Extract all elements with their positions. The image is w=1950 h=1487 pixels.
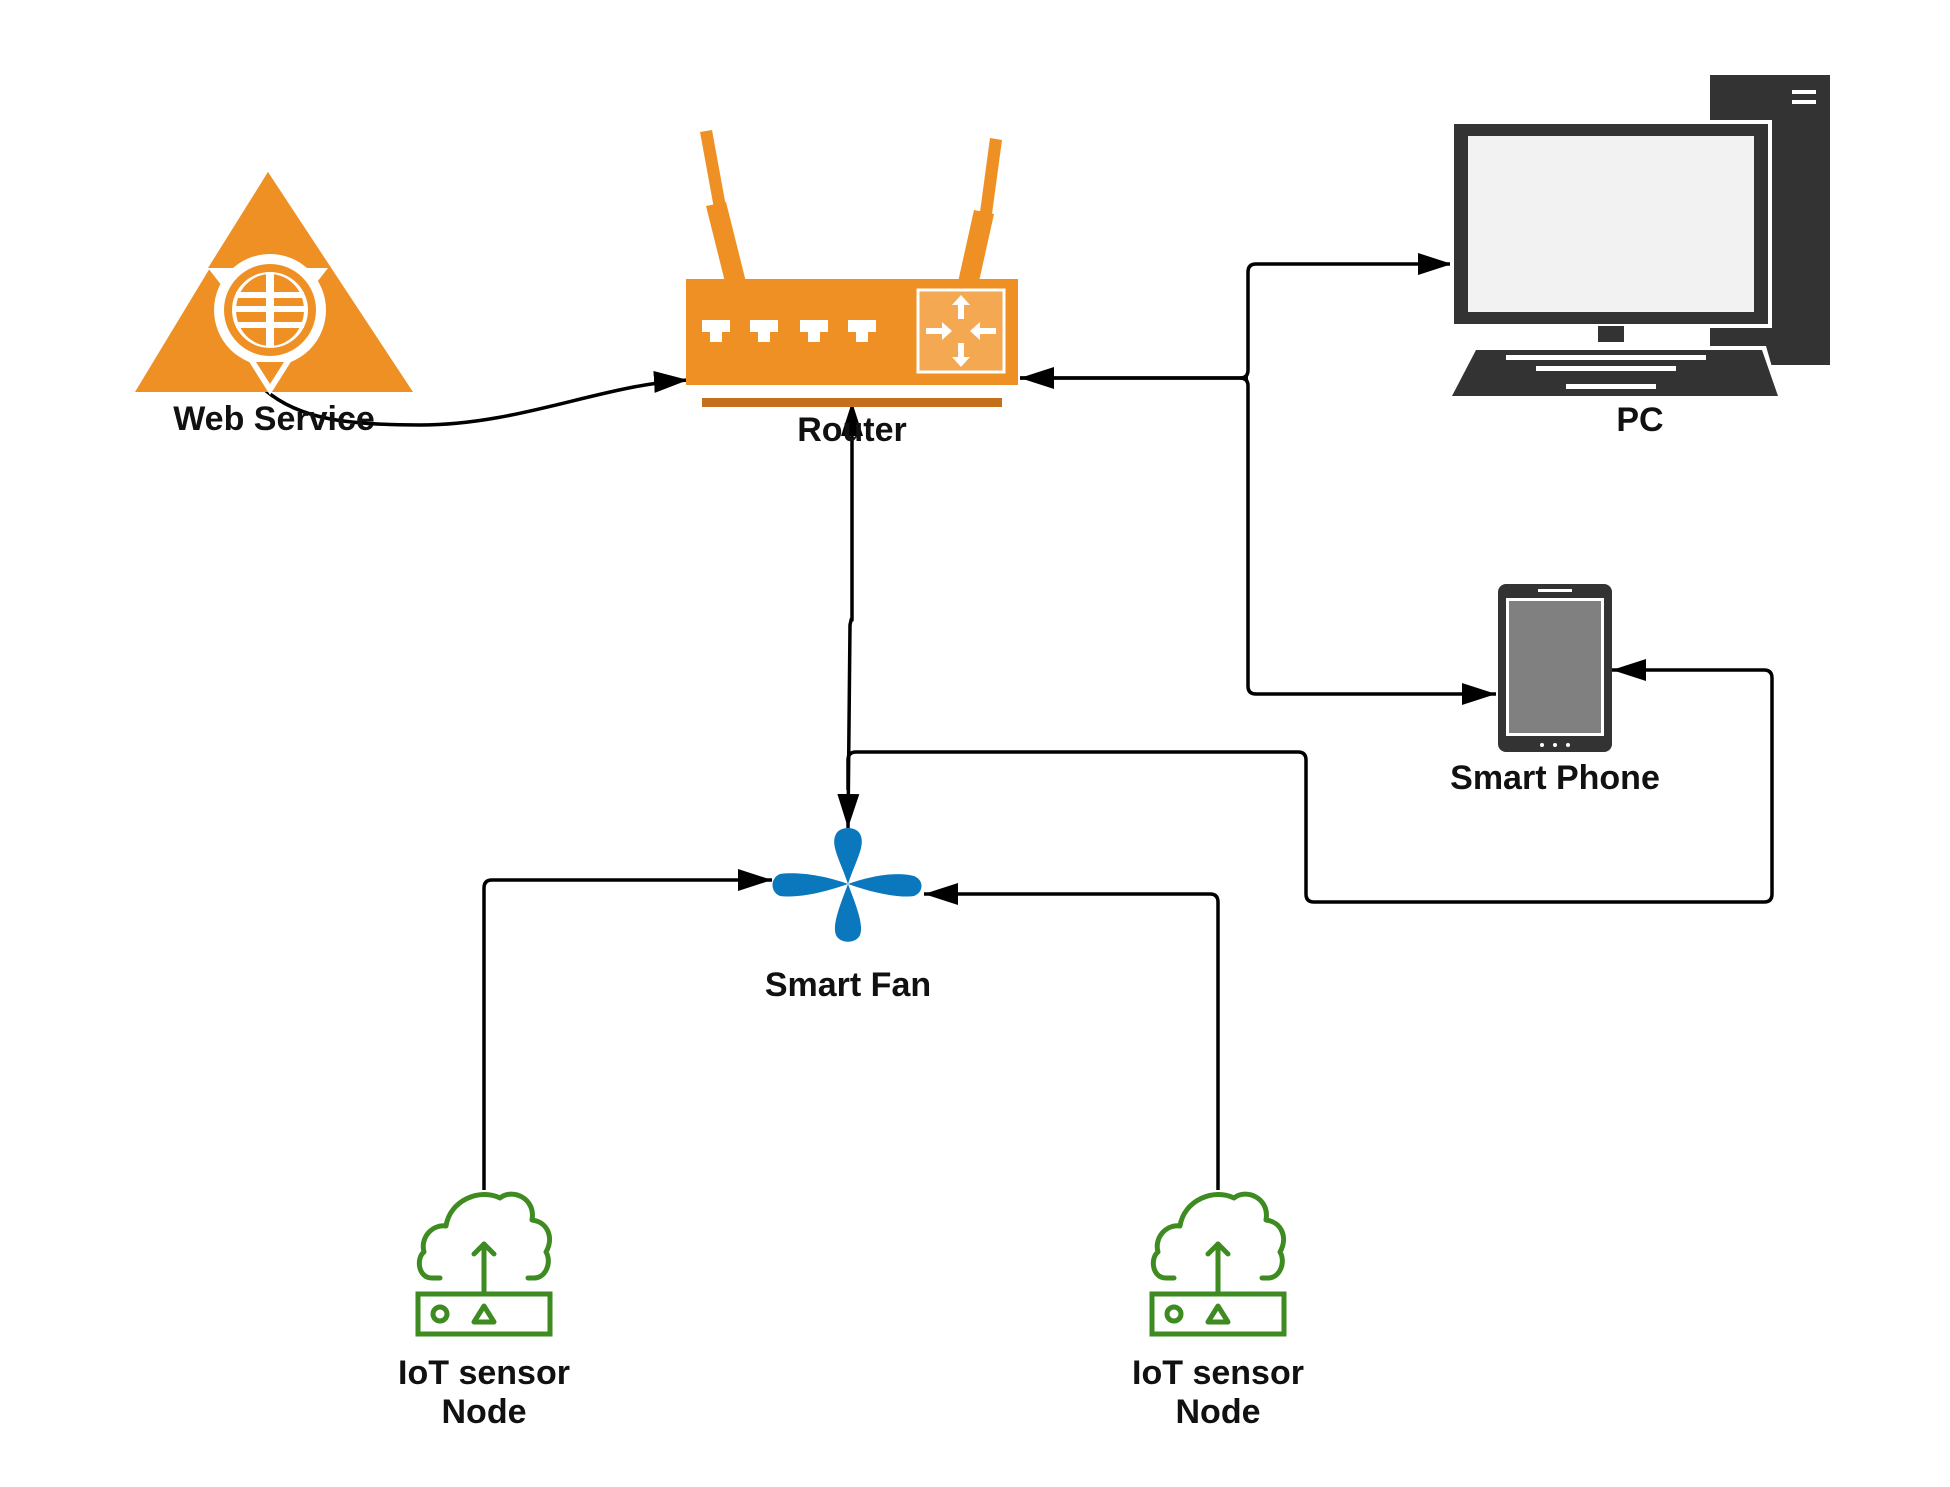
iot-sensor-1-label-line1: IoT sensor [398, 1354, 570, 1392]
edge-router-to-smart-phone[interactable] [1239, 376, 1496, 705]
smart-fan-label: Smart Fan [765, 966, 931, 1004]
web-service-globe-icon [135, 172, 413, 395]
smartphone-icon [1498, 584, 1612, 752]
node-smart-phone[interactable]: Smart Phone [1450, 584, 1660, 797]
node-iot-sensor-1[interactable]: IoT sensor Node [398, 1191, 570, 1431]
pc-label: PC [1616, 401, 1663, 439]
node-iot-sensor-2[interactable]: IoT sensor Node [1132, 1191, 1304, 1431]
iot-cloud-upload-icon [1149, 1191, 1287, 1337]
desktop-computer-icon [1450, 75, 1830, 396]
iot-sensor-2-label-line1: IoT sensor [1132, 1354, 1304, 1392]
edge-iot-sensor-2-to-smart-fan[interactable] [924, 883, 1220, 1190]
web-service-label: Web Service [173, 400, 375, 438]
edge-web-service-to-router[interactable] [263, 370, 689, 427]
iot-cloud-upload-icon [415, 1191, 553, 1337]
node-pc[interactable]: PC [1450, 75, 1830, 439]
edge-router-to-pc[interactable] [1020, 253, 1452, 380]
edge-iot-sensor-1-to-smart-fan[interactable] [482, 869, 772, 1190]
edge-router-to-smart-fan[interactable] [837, 615, 860, 829]
node-router[interactable]: Router [686, 130, 1018, 449]
connectors [263, 253, 1774, 1190]
node-web-service[interactable]: Web Service [135, 172, 413, 438]
fan-icon [772, 828, 922, 942]
router-label: Router [797, 411, 907, 449]
wifi-router-icon [686, 130, 1018, 407]
node-smart-fan[interactable]: Smart Fan [765, 828, 931, 1004]
iot-sensor-2-label-line2: Node [1176, 1393, 1261, 1431]
edge-smart-fan-to-smart-phone[interactable] [846, 659, 1774, 904]
smart-phone-label: Smart Phone [1450, 759, 1660, 797]
iot-sensor-1-label-line2: Node [442, 1393, 527, 1431]
